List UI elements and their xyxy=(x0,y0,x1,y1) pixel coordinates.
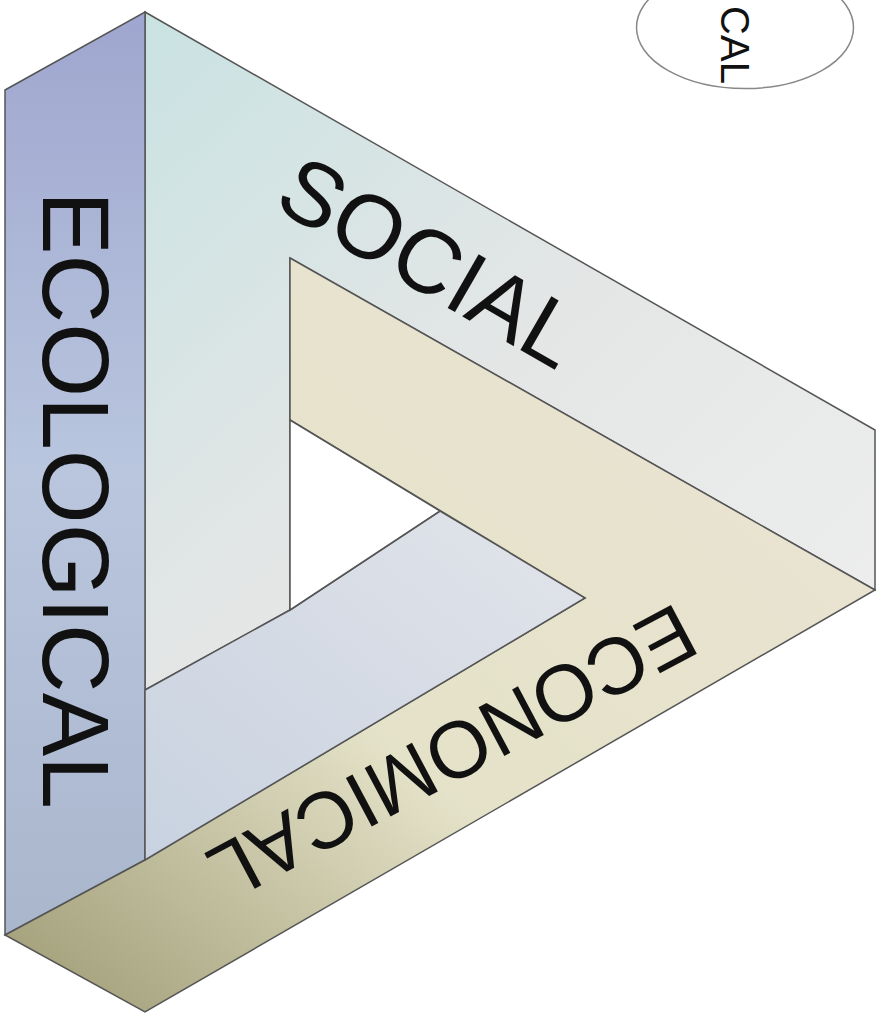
node-text: CAL xyxy=(715,6,755,84)
ellipse-node: CAL xyxy=(635,0,855,90)
face-label: ECOLOGICAL xyxy=(28,191,123,809)
ecological-face xyxy=(5,12,145,935)
economical-face xyxy=(5,258,875,1012)
triangle-hole xyxy=(290,420,440,610)
